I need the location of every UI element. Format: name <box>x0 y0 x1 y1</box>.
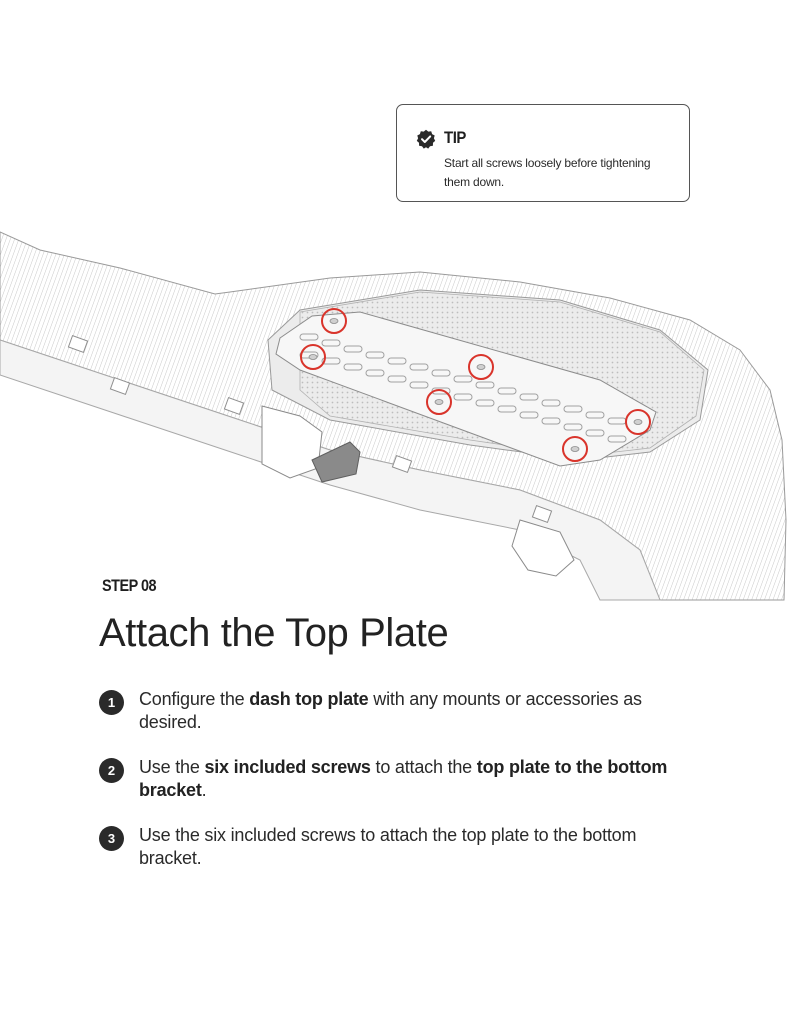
instruction-text: Use the six included screws to attach th… <box>139 757 668 800</box>
tip-title: TIP <box>444 128 466 147</box>
instruction-text: Configure the dash top plate with any mo… <box>139 689 642 732</box>
screw-marker <box>625 409 651 435</box>
page-title: Attach the Top Plate <box>99 611 449 655</box>
step-number-badge: 2 <box>99 758 124 783</box>
tip-callout: TIP Start all screws loosely before tigh… <box>396 104 690 202</box>
screw-marker <box>300 344 326 370</box>
instruction-text: Use the six included screws to attach th… <box>139 825 637 868</box>
screw-marker <box>321 308 347 334</box>
screw-marker <box>426 389 452 415</box>
dash-top-plate-illustration <box>0 231 787 601</box>
step-label: STEP 08 <box>102 576 157 595</box>
screw-marker <box>562 436 588 462</box>
step-number-badge: 3 <box>99 826 124 851</box>
check-badge-icon <box>416 129 436 149</box>
tip-text: Start all screws loosely before tighteni… <box>444 156 651 189</box>
screw-marker <box>468 354 494 380</box>
step-number-badge: 1 <box>99 690 124 715</box>
